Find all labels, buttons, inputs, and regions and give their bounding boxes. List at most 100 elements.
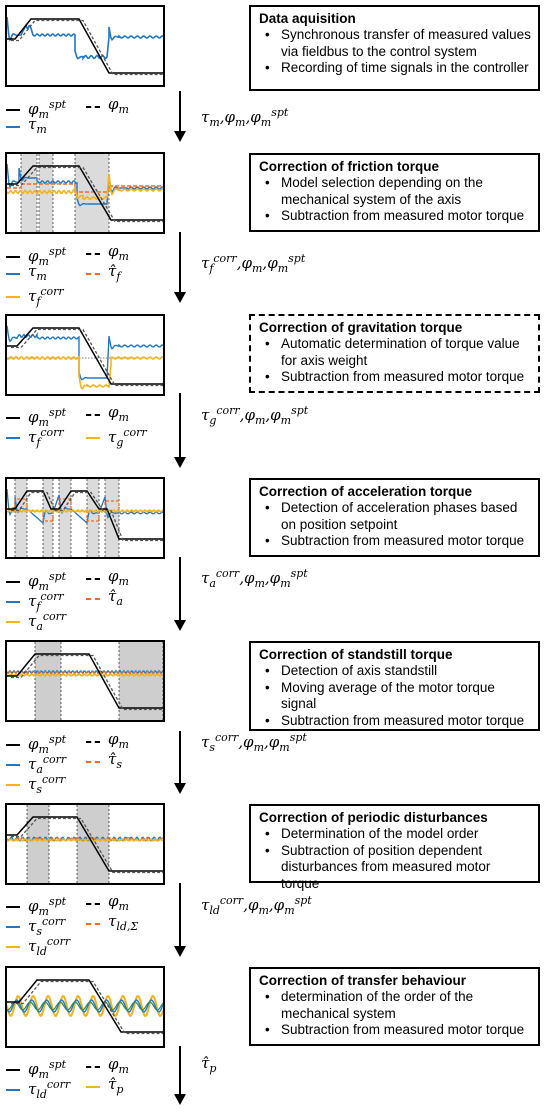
legend-symbol: τfcorr xyxy=(28,426,64,449)
legend-symbol: τldcorr xyxy=(28,1078,71,1101)
legend-swatch xyxy=(6,1068,20,1071)
trace-phi-m-spt xyxy=(7,653,163,709)
trace-phi-m xyxy=(11,817,163,874)
trace-phi-m xyxy=(11,491,163,542)
plot-canvas xyxy=(7,979,163,1035)
legend-symbol: φm xyxy=(108,567,129,588)
flow-arrow-head xyxy=(174,783,186,794)
legend-symbol: τ̂f xyxy=(108,262,121,283)
legend-swatch xyxy=(86,761,100,763)
legend-symbol: φm xyxy=(108,242,129,263)
output-signals-1: τm,φm,φmspt xyxy=(201,106,289,129)
legend-symbol: τ̂s xyxy=(108,750,122,771)
flow-arrow-shaft xyxy=(179,557,181,621)
box-title: Correction of transfer behaviour xyxy=(259,973,467,988)
process-box-4: Correction of acceleration torqueDetecti… xyxy=(249,478,540,557)
legend-symbol: φmspt xyxy=(28,570,67,593)
shaded-phase-2 xyxy=(59,479,71,557)
bullet-item: Detection of acceleration phases based o… xyxy=(259,500,532,533)
legend-swatch xyxy=(6,273,20,275)
trace-tau-s-corr xyxy=(7,836,163,842)
bullet-item: Subtraction from measured motor torque xyxy=(259,369,532,386)
box-title: Data aquisition xyxy=(259,11,356,26)
trace-tau-ld-corr xyxy=(7,999,163,1013)
shaded-phase-4 xyxy=(105,479,119,557)
legend-item: φm xyxy=(86,729,129,755)
legend-symbol: φmspt xyxy=(28,245,67,268)
legend-item: τm xyxy=(6,114,47,140)
trace-tau-ld-corr-alt xyxy=(7,1001,163,1011)
shaded-phase-3 xyxy=(87,479,99,557)
legend-swatch xyxy=(86,598,100,600)
legend-swatch xyxy=(6,905,20,908)
trace-tau-a-corr xyxy=(7,669,163,675)
legend-swatch xyxy=(86,1066,100,1068)
legend-symbol: φmspt xyxy=(28,895,67,918)
legend-symbol: τfcorr xyxy=(28,590,64,613)
legend-symbol: φmspt xyxy=(28,98,67,121)
legend-symbol: φm xyxy=(108,1055,129,1076)
legend-symbol: φm xyxy=(108,892,129,913)
legend-item: τldcorr xyxy=(6,931,70,962)
flow-arrow-shaft xyxy=(179,91,181,132)
legend-item: φmspt xyxy=(6,402,66,433)
trace-tau-a-corr xyxy=(7,508,163,514)
process-box-2: Correction of friction torqueModel selec… xyxy=(249,153,540,232)
flow-arrow-shaft xyxy=(179,883,181,947)
plot-7 xyxy=(5,966,165,1048)
legend-symbol: φmspt xyxy=(28,733,67,756)
legend-symbol: φm xyxy=(108,403,129,424)
plot-canvas xyxy=(7,16,163,76)
flow-arrow-shaft xyxy=(179,232,181,293)
legend-item: τfcorr xyxy=(6,281,64,312)
flow-arrow-shaft xyxy=(179,393,181,458)
shaded-phase-0 xyxy=(15,479,27,557)
bullet-item: Synchronous transfer of measured values … xyxy=(259,27,532,60)
plot-canvas xyxy=(7,479,163,557)
legend-swatch xyxy=(86,414,100,416)
legend-swatch xyxy=(86,578,100,580)
legend-item: τscorr xyxy=(6,769,65,800)
legend-item: φm xyxy=(86,566,129,592)
legend-swatch xyxy=(6,255,20,258)
bullet-item: Recording of time signals in the control… xyxy=(259,60,532,77)
flow-arrow-shaft xyxy=(179,1046,181,1095)
legend-swatch xyxy=(86,436,100,439)
legend-symbol: τm xyxy=(28,115,47,136)
process-box-5: Correction of standstill torqueDetection… xyxy=(249,641,540,731)
legend-item: φmspt xyxy=(6,566,66,597)
plot-canvas xyxy=(7,805,163,883)
legend-item: φm xyxy=(86,891,129,917)
trace-phi-m-spt xyxy=(7,165,163,221)
trace-phi-m xyxy=(11,654,163,711)
process-box-7: Correction of transfer behaviourdetermin… xyxy=(249,967,540,1046)
legend-item: φmspt xyxy=(6,729,66,760)
legend-swatch xyxy=(6,126,20,128)
output-signals-2: τfcorr,φm,φmspt xyxy=(201,252,306,275)
trace-phi-m xyxy=(11,328,163,387)
bullet-list: Determination of the model orderSubtract… xyxy=(259,826,532,892)
legend-item: τ̂a xyxy=(86,586,123,612)
trace-phi-m-spt xyxy=(7,979,163,1033)
legend-symbol: τ̂p xyxy=(108,1075,124,1096)
legend-symbol: φm xyxy=(108,95,129,116)
legend-swatch xyxy=(6,580,20,583)
trace-tau-s-corr xyxy=(7,673,163,677)
trace-phi-m-spt xyxy=(7,18,163,74)
trace-phi-m-spt xyxy=(7,490,163,540)
legend-item: φmspt xyxy=(6,891,66,922)
legend-symbol: τacorr xyxy=(28,610,67,633)
flow-arrow-head xyxy=(174,620,186,631)
legend-item: τ̂s xyxy=(86,749,122,775)
legend-symbol: τm xyxy=(28,262,47,283)
bullet-list: Automatic determination of torque value … xyxy=(259,336,532,386)
bullet-item: Subtraction from measured motor torque xyxy=(259,713,532,730)
box-title: Correction of friction torque xyxy=(259,159,439,174)
legend-swatch xyxy=(6,416,20,419)
legend-symbol: τgcorr xyxy=(108,426,147,449)
legend-swatch xyxy=(6,743,20,746)
legend-swatch xyxy=(86,741,100,743)
flow-arrow-head xyxy=(174,457,186,468)
trace-tau-g-corr xyxy=(7,355,163,390)
trace-tau-f-corr xyxy=(7,173,163,201)
